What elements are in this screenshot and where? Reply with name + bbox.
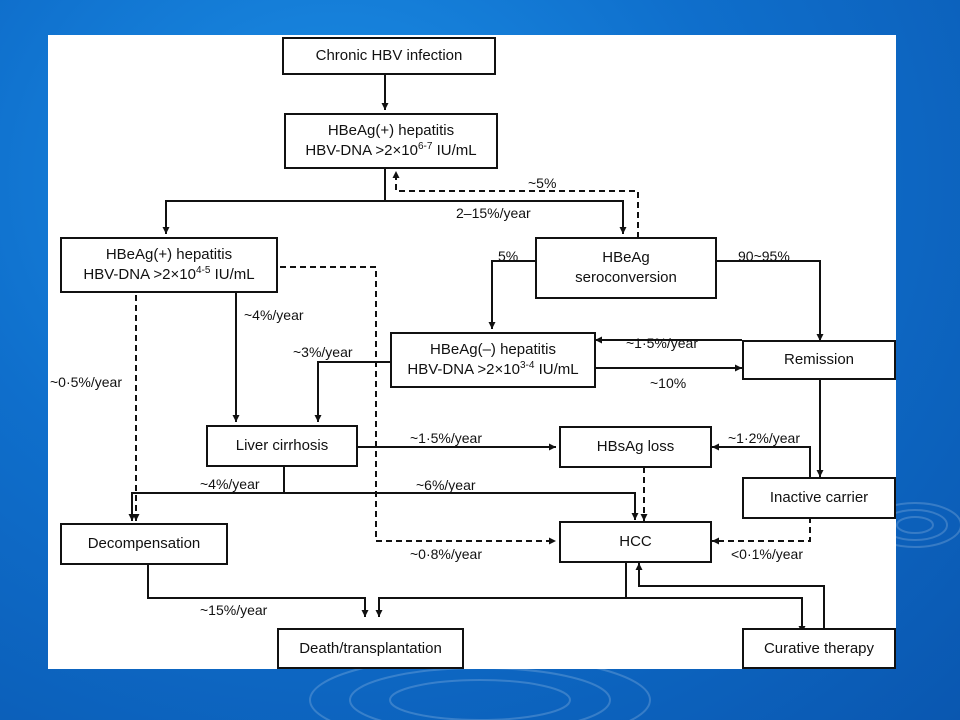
node-label: Inactive carrier bbox=[769, 489, 869, 506]
node-label-line2: HBV-DNA >2×106-7 IU/mL bbox=[305, 141, 477, 160]
node-label-line2: HBV-DNA >2×104-5 IU/mL bbox=[83, 265, 255, 284]
edge-label-to-remission: 90~95% bbox=[738, 248, 790, 264]
edge-cirrhosis-to-decomp bbox=[128, 467, 285, 521]
edge-sero-to-remission bbox=[714, 260, 824, 341]
edge-label-mid-to-cirrhosis: ~4%/year bbox=[244, 307, 304, 323]
edge-label-remission-to-neg: ~1·5%/year bbox=[626, 335, 698, 351]
edge-cirrhosis-to-hcc bbox=[284, 492, 639, 520]
node-label: Death/transplantation bbox=[299, 639, 442, 657]
node-label: Curative therapy bbox=[763, 639, 875, 657]
node-label: HBsAg loss bbox=[596, 438, 675, 455]
edge-label-inactive-to-hcc: <0·1%/year bbox=[731, 546, 803, 562]
edge-label-decompensation-to-death: ~15%/year bbox=[200, 602, 268, 618]
node-hbsag-loss: HBsAg loss bbox=[559, 426, 712, 468]
node-chronic-hbv-infection: Chronic HBV infection bbox=[282, 37, 496, 75]
edge-high-split-left bbox=[162, 168, 386, 234]
node-label-line1: HBeAg(–) hepatitis bbox=[430, 341, 556, 358]
edge-label-mid-to-decompensation: ~0·5%/year bbox=[50, 374, 122, 390]
node-label: Decompensation bbox=[87, 535, 201, 552]
edge-hcc-to-death bbox=[375, 562, 627, 617]
node-decompensation: Decompensation bbox=[60, 523, 228, 565]
node-label-line1: HBeAg bbox=[602, 249, 650, 266]
node-death-transplantation: Death/transplantation bbox=[277, 628, 464, 669]
edge-inactive-to-hbsag bbox=[712, 443, 811, 477]
edge-label-to-hbeag-negative: 5% bbox=[498, 248, 519, 264]
edge-hcc-to-curative bbox=[626, 597, 806, 633]
edge-sero-back-to-high bbox=[392, 171, 639, 238]
node-liver-cirrhosis: Liver cirrhosis bbox=[206, 425, 358, 467]
flowchart-panel: Chronic HBV infection HBeAg(+) hepatitis… bbox=[48, 35, 896, 669]
edge-inactive-to-hcc-dashed bbox=[712, 517, 811, 545]
node-inactive-carrier: Inactive carrier bbox=[742, 477, 896, 519]
edge-sero-to-hbeag-neg bbox=[488, 260, 538, 329]
connector-lines bbox=[128, 75, 825, 633]
edge-decomp-to-death bbox=[147, 564, 369, 617]
node-remission: Remission bbox=[742, 340, 896, 380]
node-hbeag-negative-hepatitis: HBeAg(–) hepatitis HBV-DNA >2×103-4 IU/m… bbox=[390, 332, 596, 388]
edge-mid-to-hcc-dashed bbox=[280, 266, 556, 545]
edge-label-seroreversion: ~5% bbox=[528, 175, 557, 191]
edge-label-seroconversion-rate: 2–15%/year bbox=[456, 205, 531, 221]
edge-label-cirrhosis-to-decompensation: ~4%/year bbox=[200, 476, 260, 492]
node-label: Liver cirrhosis bbox=[235, 437, 329, 454]
node-label: Chronic HBV infection bbox=[315, 47, 463, 64]
node-curative-therapy: Curative therapy bbox=[742, 628, 896, 669]
edge-high-split-right bbox=[385, 200, 627, 234]
edge-label-inactive-to-hbsag: ~1·2%/year bbox=[728, 430, 800, 446]
edge-curative-to-hcc bbox=[635, 563, 825, 633]
node-hbeag-positive-mid-dna: HBeAg(+) hepatitis HBV-DNA >2×104-5 IU/m… bbox=[60, 237, 278, 293]
node-hbeag-seroconversion: HBeAg seroconversion bbox=[535, 237, 717, 299]
node-label-line1: HBeAg(+) hepatitis bbox=[105, 246, 233, 263]
node-label-line2: HBV-DNA >2×103-4 IU/mL bbox=[407, 360, 579, 379]
edge-label-neg-to-remission: ~10% bbox=[650, 375, 687, 391]
node-label: Remission bbox=[783, 351, 855, 368]
node-label: HCC bbox=[619, 533, 652, 550]
edge-label-neg-to-cirrhosis: ~3%/year bbox=[293, 344, 353, 360]
edge-neg-to-cirrhosis bbox=[314, 361, 390, 422]
node-hcc: HCC bbox=[559, 521, 712, 563]
node-label-line1: HBeAg(+) hepatitis bbox=[327, 122, 455, 139]
edge-label-cirrhosis-to-hcc: ~6%/year bbox=[416, 477, 476, 493]
node-hbeag-positive-high-dna: HBeAg(+) hepatitis HBV-DNA >2×106-7 IU/m… bbox=[284, 113, 498, 169]
edge-label-cirrhosis-to-hbsag: ~1·5%/year bbox=[410, 430, 482, 446]
node-label-line2: seroconversion bbox=[575, 269, 677, 286]
edge-label-mid-to-hcc: ~0·8%/year bbox=[410, 546, 482, 562]
